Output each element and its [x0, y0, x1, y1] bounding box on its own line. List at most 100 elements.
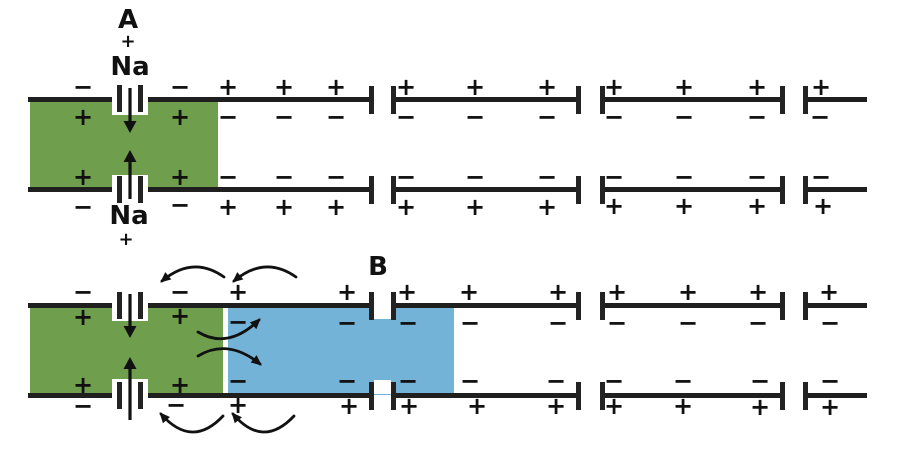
charge-sign: +	[672, 392, 694, 420]
charge-sign: −	[72, 73, 94, 101]
sodium-charge-top: +	[120, 31, 136, 52]
charge-sign: −	[459, 367, 481, 395]
charge-sign: +	[747, 278, 769, 306]
charge-sign: +	[677, 278, 699, 306]
charge-sign: −	[819, 309, 841, 337]
node-cap	[391, 382, 396, 410]
charge-sign: −	[603, 367, 625, 395]
charge-sign: +	[536, 73, 558, 101]
node-cap	[780, 292, 785, 320]
node-cap	[391, 86, 396, 114]
charge-sign: −	[336, 367, 358, 395]
node-cap	[780, 86, 785, 114]
charge-sign: −	[606, 309, 628, 337]
charge-sign: +	[227, 278, 249, 306]
charge-sign: −	[746, 103, 768, 131]
charge-sign: +	[398, 392, 420, 420]
charge-sign: +	[819, 393, 841, 421]
charge-sign: +	[603, 192, 625, 220]
charge-sign: +	[273, 193, 295, 221]
membrane-segment	[28, 97, 374, 102]
charge-sign: +	[395, 193, 417, 221]
charge-sign: +	[325, 193, 347, 221]
charge-sign: +	[746, 73, 768, 101]
node-cap	[600, 176, 605, 204]
charge-sign: +	[749, 393, 771, 421]
charge-sign: +	[810, 73, 832, 101]
channel-wall	[117, 382, 122, 409]
charge-sign: +	[746, 192, 768, 220]
charge-sign: +	[336, 278, 358, 306]
channel-wall	[138, 176, 143, 203]
charge-sign: +	[545, 392, 567, 420]
node-cap	[600, 292, 605, 320]
node-cap	[576, 176, 581, 204]
charge-sign: −	[547, 309, 569, 337]
charge-sign: +	[227, 391, 249, 419]
charge-sign: −	[395, 103, 417, 131]
membrane-segment	[803, 187, 867, 192]
membrane-segment	[28, 393, 374, 398]
charge-sign: +	[464, 193, 486, 221]
charge-sign: −	[809, 103, 831, 131]
panel-b-label: B	[368, 252, 388, 282]
charge-sign: +	[72, 303, 94, 331]
charge-sign: +	[72, 163, 94, 191]
charge-sign: −	[217, 103, 239, 131]
charge-sign: +	[673, 192, 695, 220]
node-cap	[803, 86, 808, 114]
node-cap	[369, 176, 374, 204]
charge-sign: −	[72, 193, 94, 221]
node-notch	[374, 306, 391, 319]
charge-sign: +	[217, 73, 239, 101]
charge-sign: −	[464, 163, 486, 191]
charge-sign: −	[72, 278, 94, 306]
charge-sign: −	[165, 391, 187, 419]
channel-wall	[117, 85, 122, 112]
charge-sign: +	[818, 278, 840, 306]
charge-sign: −	[273, 103, 295, 131]
node-cap	[369, 382, 374, 410]
node-cap	[803, 292, 808, 320]
membrane-segment	[28, 187, 374, 192]
charge-sign: +	[396, 278, 418, 306]
node-cap	[391, 176, 396, 204]
membrane-segment	[803, 97, 867, 102]
charge-sign: +	[673, 73, 695, 101]
channel-wall	[138, 292, 143, 319]
node-cap	[803, 382, 808, 410]
node-cap	[780, 176, 785, 204]
charge-sign: −	[227, 308, 249, 336]
charge-sign: −	[603, 163, 625, 191]
charge-sign: −	[273, 163, 295, 191]
charge-sign: −	[536, 103, 558, 131]
charge-sign: −	[464, 103, 486, 131]
charge-sign: −	[747, 309, 769, 337]
charge-sign: −	[810, 163, 832, 191]
charge-sign: +	[458, 278, 480, 306]
charge-sign: +	[464, 73, 486, 101]
charge-sign: +	[325, 73, 347, 101]
charge-sign: −	[677, 309, 699, 337]
charge-sign: +	[395, 73, 417, 101]
charge-sign: −	[325, 103, 347, 131]
panel-a-label: A	[117, 5, 139, 35]
depolarizing-region-blue	[228, 306, 454, 395]
charge-sign: −	[673, 163, 695, 191]
sodium-symbol-top: Na	[110, 52, 150, 82]
channel-wall	[117, 176, 122, 203]
membrane-segment	[600, 97, 785, 102]
charge-sign: +	[812, 192, 834, 220]
charge-sign: −	[749, 367, 771, 395]
charge-sign: +	[536, 193, 558, 221]
channel-wall	[117, 292, 122, 319]
charge-sign: −	[746, 163, 768, 191]
charge-sign: +	[603, 392, 625, 420]
membrane-segment	[803, 393, 867, 398]
charge-sign: +	[169, 103, 191, 131]
charge-sign: +	[169, 302, 191, 330]
charge-sign: +	[217, 193, 239, 221]
charge-sign: −	[603, 103, 625, 131]
